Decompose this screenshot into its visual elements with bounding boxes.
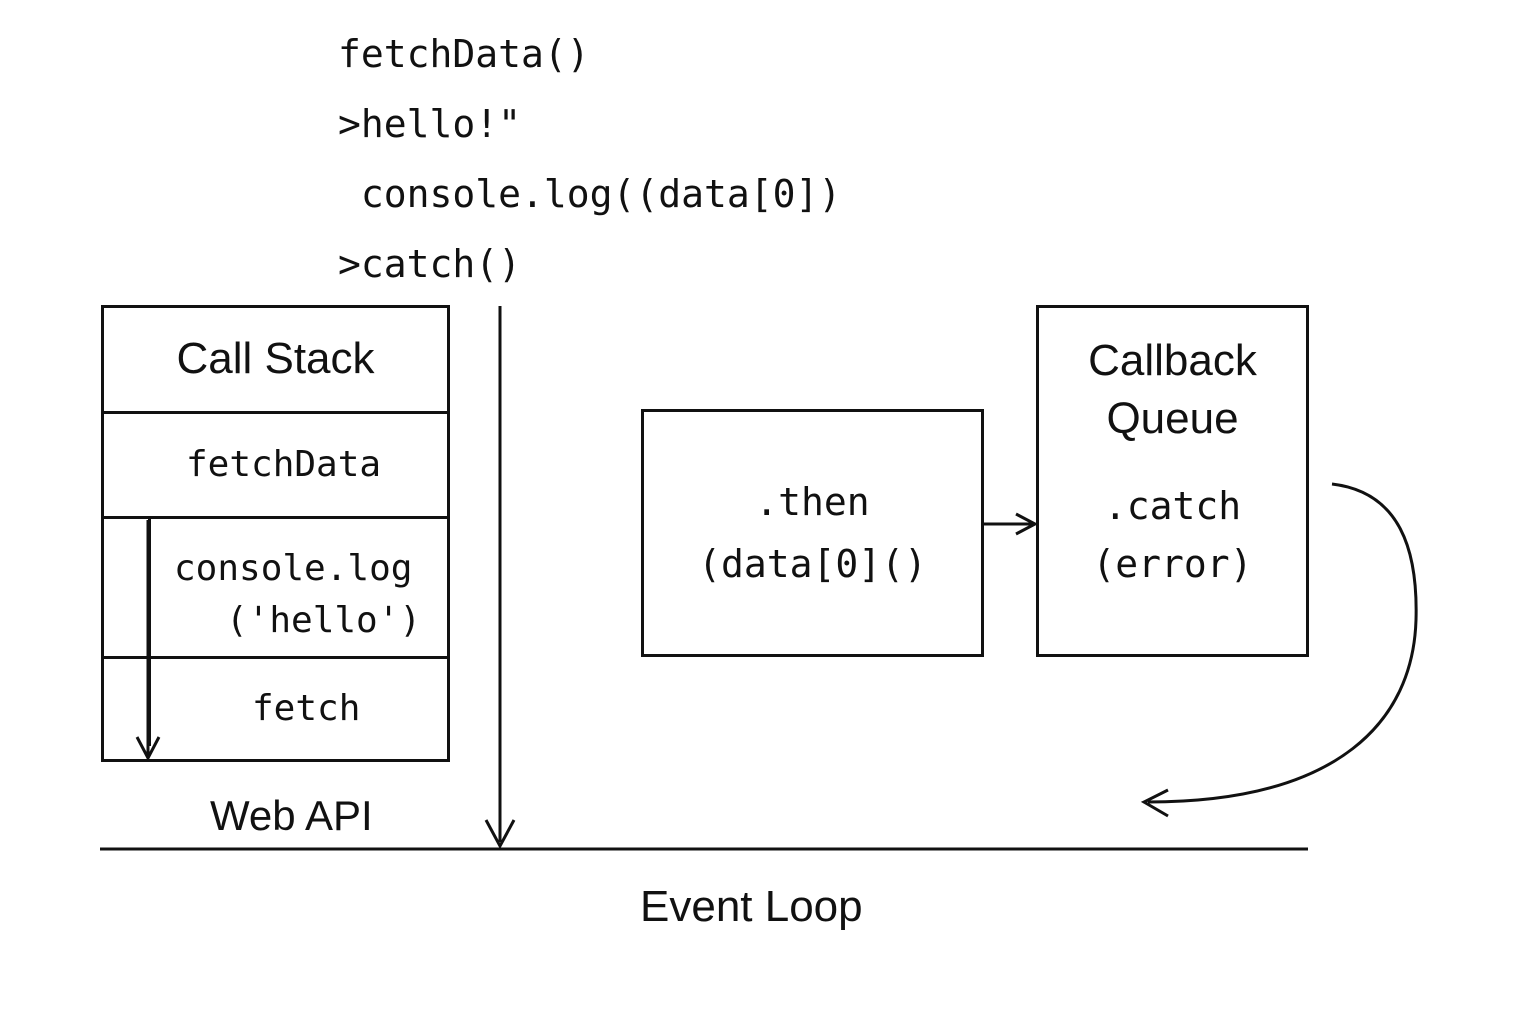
- call-stack: Call Stack fetchData console.log ('hello…: [101, 305, 450, 762]
- callback-queue-title-line1: Callback: [1088, 336, 1257, 385]
- call-stack-divider: [104, 411, 447, 414]
- callback-queue-title-line2: Queue: [1106, 394, 1239, 443]
- call-stack-frame-console-log: console.log: [174, 548, 413, 589]
- web-api-label: Web API: [210, 792, 373, 839]
- call-stack-frame-fetch: fetch: [252, 688, 361, 729]
- call-stack-frame-fetchdata: fetchData: [186, 444, 382, 485]
- then-to-queue-arrowhead: [1015, 512, 1039, 536]
- callback-queue-error: (error): [1092, 542, 1253, 586]
- code-line-console-log: console.log((data[0]): [338, 172, 842, 216]
- event-loop-label: Event Loop: [640, 882, 863, 931]
- call-stack-divider: [104, 516, 447, 519]
- code-line-catch: >catch(): [338, 242, 522, 286]
- call-stack-frame-hello-arg: ('hello'): [226, 600, 422, 641]
- call-stack-title: Call Stack: [176, 334, 375, 383]
- callback-queue: Callback Queue .catch (error): [1036, 305, 1309, 657]
- code-line-fetchdata: fetchData(): [338, 32, 590, 76]
- then-callback-box: .then (data[0](): [641, 409, 984, 657]
- then-label: .then: [755, 480, 870, 524]
- then-args: (data[0](): [698, 542, 927, 586]
- code-line-hello: >hello!": [338, 102, 522, 146]
- queue-to-event-loop-arrowhead: [1140, 788, 1169, 818]
- call-stack-inner-divider: [148, 516, 151, 746]
- code-to-event-loop-arrowhead: [484, 819, 516, 850]
- callback-queue-catch: .catch: [1103, 484, 1242, 528]
- call-stack-divider: [104, 656, 447, 659]
